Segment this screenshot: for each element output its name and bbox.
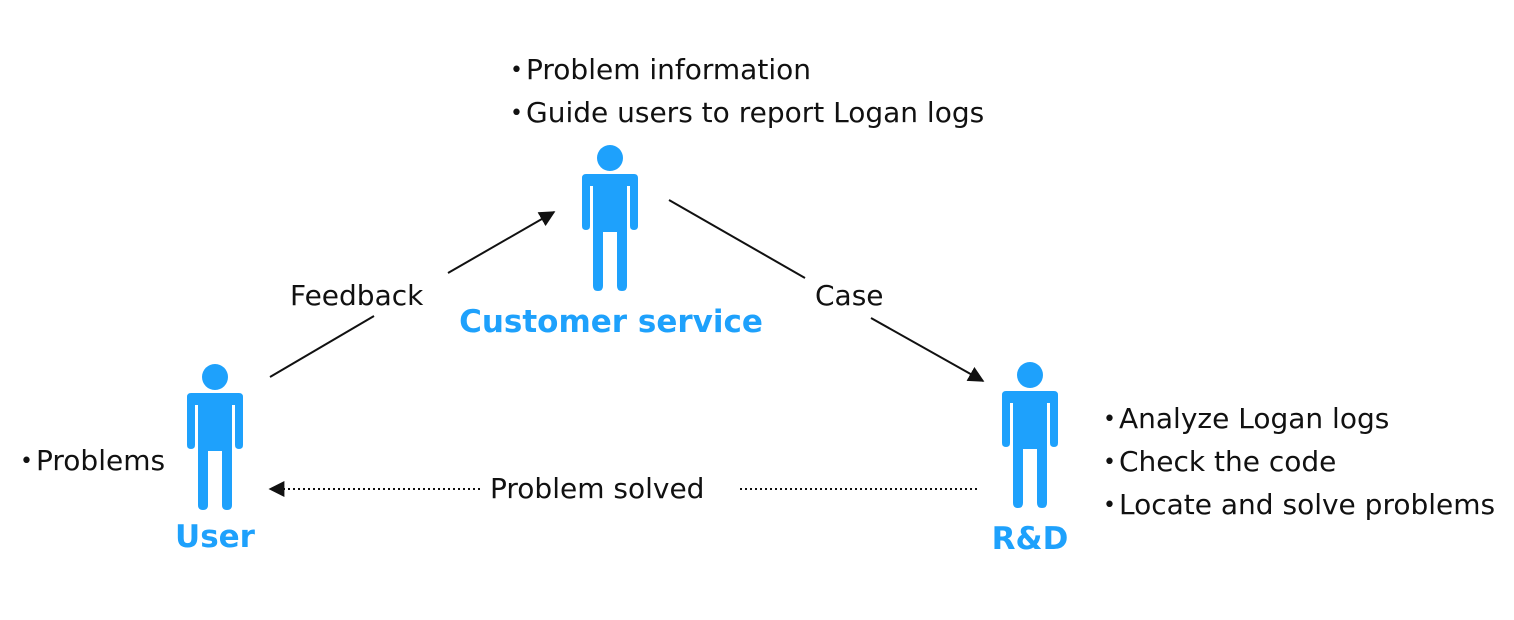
- list-item: •Check the code: [1103, 445, 1337, 478]
- case-edge-label: Case: [815, 279, 884, 312]
- customer-service-person-icon: [582, 145, 638, 291]
- user-notes: •Problems: [20, 440, 165, 483]
- user-person-icon: [187, 364, 243, 510]
- problem-solved-edge-label: Problem solved: [490, 472, 705, 505]
- case-arrow-lower: [870, 317, 985, 382]
- user-label: User: [175, 519, 255, 555]
- feedback-edge-label: Feedback: [290, 279, 424, 312]
- case-arrow-upper: [668, 199, 806, 279]
- rnd-person-icon: [1002, 362, 1058, 508]
- feedback-arrow-upper: [447, 211, 556, 274]
- rnd-label: R&D: [991, 521, 1069, 557]
- list-item: •Analyze Logan logs: [1103, 402, 1390, 435]
- list-item: •Locate and solve problems: [1103, 488, 1496, 521]
- customer-service-notes: •Problem information •Guide users to rep…: [510, 49, 984, 135]
- feedback-arrow-lower: [269, 315, 375, 378]
- list-item: •Problems: [20, 444, 166, 477]
- list-item: •Guide users to report Logan logs: [510, 96, 985, 129]
- rnd-notes: •Analyze Logan logs •Check the code •Loc…: [1103, 398, 1495, 527]
- list-item: •Problem information: [510, 53, 811, 86]
- customer-service-label: Customer service: [459, 304, 763, 340]
